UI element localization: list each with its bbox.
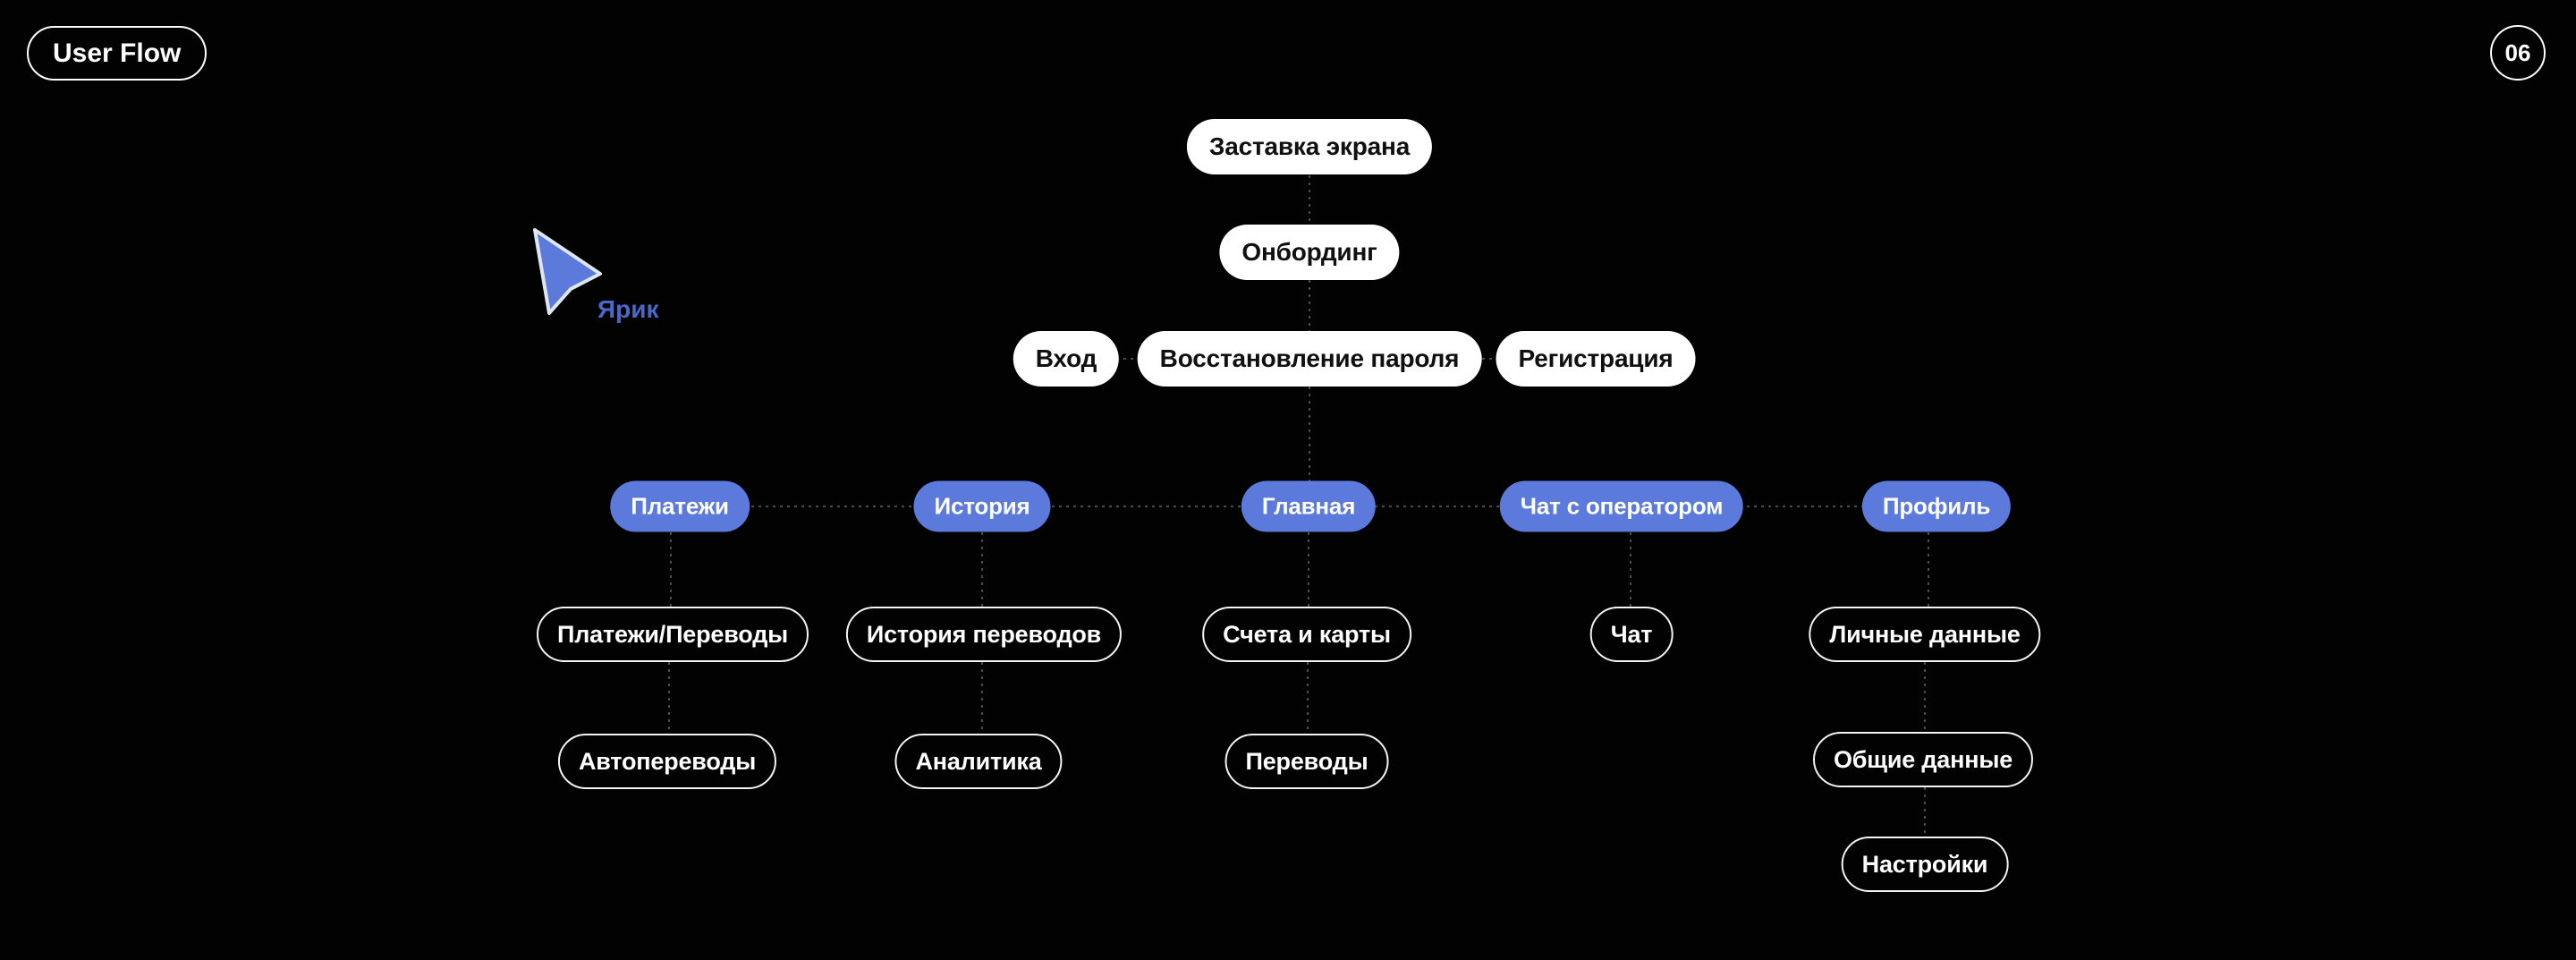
node-history[interactable]: История — [913, 480, 1051, 532]
node-settings[interactable]: Настройки — [1841, 837, 2009, 892]
collaborator-cursor: Ярик — [524, 222, 658, 327]
node-splash-screen[interactable]: Заставка экрана — [1186, 119, 1433, 174]
connector-line — [1630, 532, 1631, 607]
node-login[interactable]: Вход — [1013, 331, 1120, 387]
node-chat[interactable]: Чат — [1589, 607, 1674, 662]
node-general-data[interactable]: Общие данные — [1812, 732, 2034, 787]
page-number-badge[interactable]: 06 — [2490, 25, 2546, 81]
node-analytics[interactable]: Аналитика — [894, 734, 1063, 789]
node-payments-transfers[interactable]: Платежи/Переводы — [536, 607, 809, 662]
node-password-recovery[interactable]: Восстановление пароля — [1137, 331, 1482, 387]
connector-line — [1461, 358, 1515, 360]
node-accounts-cards[interactable]: Счета и карты — [1202, 607, 1411, 662]
connector-line — [981, 662, 983, 735]
connector-line — [1309, 280, 1310, 332]
node-transfer-history[interactable]: История переводов — [845, 607, 1123, 662]
connector-line — [1307, 662, 1309, 735]
node-registration[interactable]: Регистрация — [1496, 331, 1696, 387]
connector-line — [981, 532, 983, 607]
node-profile[interactable]: Профиль — [1861, 480, 2012, 532]
connector-line — [668, 662, 670, 735]
node-operator-chat[interactable]: Чат с оператором — [1499, 480, 1744, 532]
node-main[interactable]: Главная — [1241, 480, 1377, 532]
connector-line — [1368, 505, 1504, 507]
connector-line — [1928, 532, 1929, 607]
connector-line — [1740, 505, 1874, 507]
connector-line — [1924, 662, 1926, 733]
connector-line — [1924, 787, 1926, 838]
connector-line — [670, 532, 672, 607]
node-auto-transfers[interactable]: Автопереводы — [557, 734, 777, 789]
cursor-user-name: Ярик — [597, 295, 659, 323]
connector-line — [1109, 358, 1157, 360]
connector-line — [744, 505, 920, 507]
user-flow-badge[interactable]: User Flow — [27, 26, 208, 81]
connector-line — [1308, 532, 1309, 607]
connector-line — [1309, 387, 1310, 481]
connector-line — [1309, 175, 1310, 225]
cursor-pointer-icon — [533, 228, 602, 315]
node-payments[interactable]: Платежи — [610, 480, 750, 532]
node-transfers[interactable]: Переводы — [1224, 734, 1389, 789]
node-personal-data[interactable]: Личные данные — [1809, 607, 2041, 662]
node-onboarding[interactable]: Онбординг — [1219, 225, 1400, 280]
connector-line — [1045, 505, 1250, 507]
